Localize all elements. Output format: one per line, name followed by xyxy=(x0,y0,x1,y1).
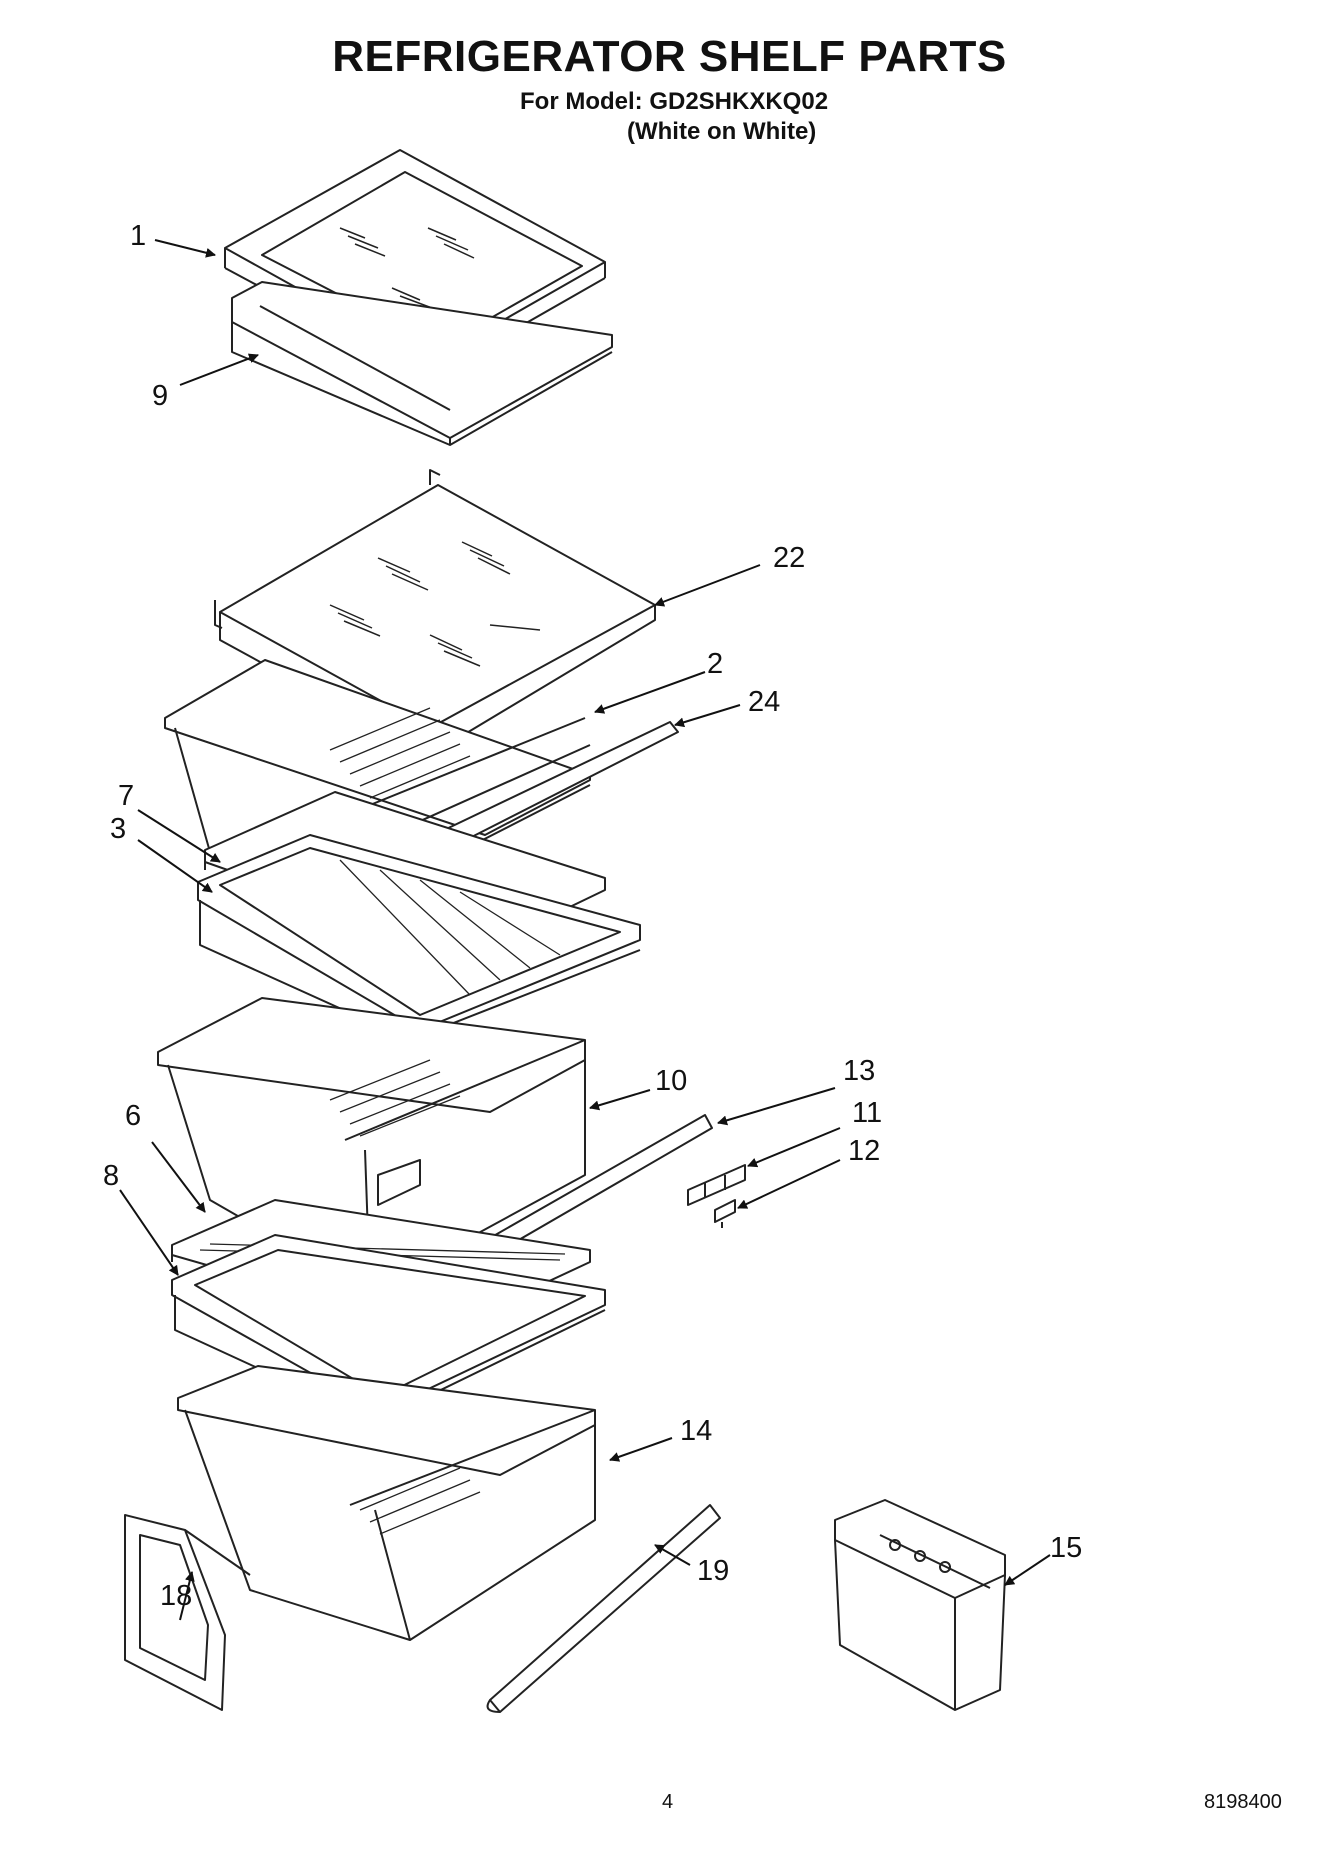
crisper-drawer-part-10 xyxy=(157,997,586,1293)
model-line: For Model: GD2SHKXKQ02 xyxy=(520,88,829,115)
callout-8: 8 xyxy=(103,1160,119,1192)
callout-9: 9 xyxy=(152,380,168,412)
page-number: 4 xyxy=(662,1791,674,1813)
callout-2: 2 xyxy=(707,648,723,680)
label-plate-part-18 xyxy=(124,1514,251,1711)
clip-part-12 xyxy=(714,1199,736,1228)
callout-19: 19 xyxy=(697,1555,729,1587)
crisper-cover-part-22 xyxy=(214,469,656,756)
crisper-drawer-part-14 xyxy=(177,1365,596,1641)
drawer-handle-part-19 xyxy=(486,1504,721,1713)
callout-15: 15 xyxy=(1050,1532,1082,1564)
shelf-frame-part-3 xyxy=(197,834,641,1041)
callout-6: 6 xyxy=(125,1100,141,1132)
label-part-11 xyxy=(687,1164,746,1206)
drawer-handle-part-13 xyxy=(486,1114,713,1253)
callout-24: 24 xyxy=(748,686,780,718)
callout-3: 3 xyxy=(110,813,126,845)
document-number: 8198400 xyxy=(1204,1791,1282,1813)
color-line: (White on White) xyxy=(627,118,817,145)
callout-11: 11 xyxy=(852,1097,882,1129)
callout-10: 10 xyxy=(655,1065,687,1097)
callout-18: 18 xyxy=(160,1580,192,1612)
callout-22: 22 xyxy=(773,542,805,574)
callout-7: 7 xyxy=(118,780,134,812)
bin-part-15 xyxy=(834,1499,1006,1711)
page-title: REFRIGERATOR SHELF PARTS xyxy=(332,32,1007,81)
callout-12: 12 xyxy=(848,1135,880,1167)
callout-14: 14 xyxy=(680,1415,712,1447)
shelf-frame-part-9 xyxy=(231,281,613,446)
callout-1: 1 xyxy=(130,220,146,252)
callout-13: 13 xyxy=(843,1055,875,1087)
